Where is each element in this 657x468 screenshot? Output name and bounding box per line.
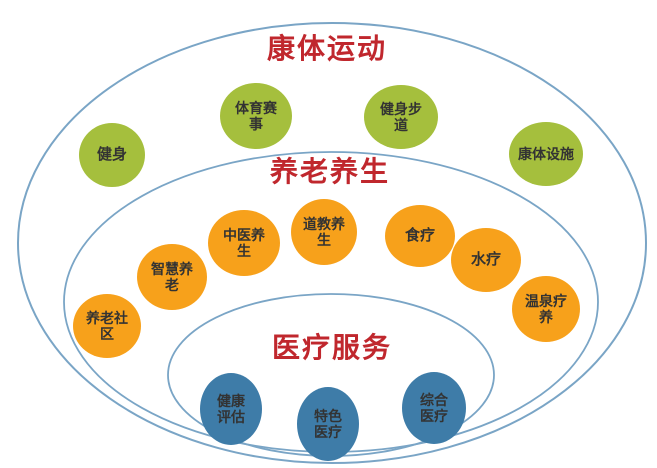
node-sports-events: 体育赛 事 [220,83,292,149]
node-comprehensive-medical: 综合 医疗 [402,372,466,444]
node-taoist-wellness: 道教养 生 [291,199,357,265]
node-hot-spring-therapy: 温泉疗 养 [512,276,580,342]
node-sports-facilities: 康体设施 [509,122,583,186]
ring-title-sports: 康体运动 [266,33,388,64]
node-hydrotherapy: 水疗 [451,228,521,292]
ring-title-eldercare-wellness: 养老养生 [269,156,391,187]
node-senior-community: 养老社 区 [73,294,141,358]
ring-title-medical-services: 医疗服务 [271,332,393,363]
node-tcm-wellness: 中医养 生 [208,210,280,276]
node-health-assessment: 健康 评估 [200,373,262,445]
node-fitness-trails: 健身步 道 [364,85,438,149]
node-diet-therapy: 食疗 [385,205,455,267]
node-fitness: 健身 [79,123,145,187]
node-smart-eldercare: 智慧养 老 [137,244,207,310]
node-specialty-medical: 特色 医疗 [297,387,359,461]
outer-ring-ellipse [17,22,647,464]
